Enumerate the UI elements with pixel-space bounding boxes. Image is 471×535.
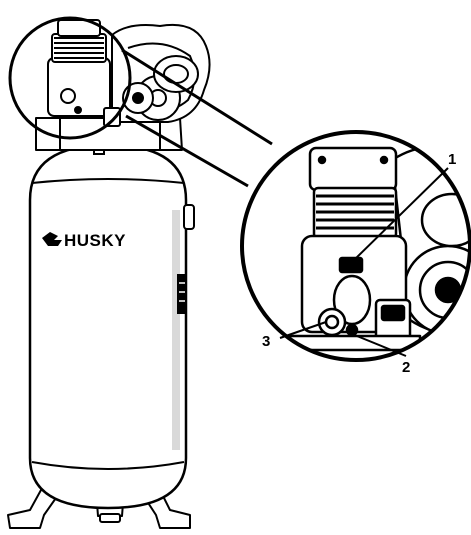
data-plate	[177, 274, 187, 314]
pump-assembly	[35, 19, 211, 151]
detail-pump-head	[308, 146, 398, 192]
callout-labels: 1 2 3	[262, 151, 456, 376]
leader-2	[351, 333, 407, 357]
leader-lines	[279, 167, 449, 357]
side-port	[183, 204, 195, 230]
husky-logo-mark	[42, 232, 62, 246]
callout-1: 1	[448, 151, 456, 168]
zoom-line-upper	[121, 48, 273, 146]
detail-motor-end	[420, 192, 470, 248]
callout-3: 3	[262, 333, 270, 350]
air-tank	[28, 143, 188, 510]
detail-oil-drain-plug	[345, 323, 359, 337]
tank-top-seam	[31, 178, 185, 184]
detail-cylinder-fins	[316, 194, 394, 230]
oil-fill-plug-small	[74, 106, 82, 114]
zoom-callout-connector	[8, 16, 273, 188]
callout-2: 2	[402, 359, 410, 376]
husky-brand-text: HUSKY	[64, 231, 126, 250]
husky-logo: HUSKY	[42, 231, 126, 250]
leader-1	[351, 167, 449, 263]
tank-body	[28, 143, 188, 510]
leader-3	[279, 321, 327, 339]
detail-breather-cap	[338, 256, 364, 274]
drain-valve	[99, 513, 121, 523]
zoom-source-circle	[8, 16, 132, 140]
pressure-switch	[103, 107, 121, 127]
zoom-detail	[242, 132, 470, 360]
cylinder-fins	[54, 37, 104, 59]
tank-bottom-seam	[31, 461, 185, 470]
detail-head-bolts	[317, 155, 389, 165]
zoom-line-lower	[125, 114, 249, 188]
oil-sight-glass-small	[60, 88, 76, 104]
zoom-detail-circle	[240, 130, 471, 362]
